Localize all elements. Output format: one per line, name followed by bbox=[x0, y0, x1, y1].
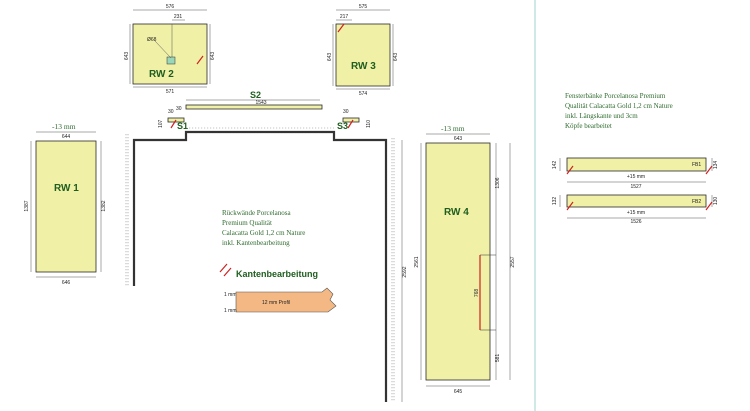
rw4-note: -13 mm bbox=[441, 124, 465, 133]
note-fb-line-4: Köpfe bearbeitet bbox=[565, 122, 612, 130]
fb2-mark-left bbox=[566, 201, 574, 211]
legend-title: Kantenbearbeitung bbox=[236, 269, 318, 279]
rw2-height-left: 643 bbox=[124, 52, 130, 61]
rw4-height-left: 2561 bbox=[414, 256, 420, 267]
rw1-slab bbox=[35, 140, 97, 273]
rw3-edge-mark bbox=[337, 23, 345, 33]
rw3-slab bbox=[335, 23, 391, 87]
rw3-height-right: 643 bbox=[393, 53, 399, 62]
rw2-top-width: 576 bbox=[166, 4, 175, 10]
rw1-note: -13 mm bbox=[52, 122, 76, 131]
fb1-length: 1527 bbox=[630, 184, 641, 190]
s1-label: S1 bbox=[177, 121, 188, 131]
rw1-label: RW 1 bbox=[54, 183, 79, 194]
s1-edge-mark bbox=[170, 119, 177, 129]
s2-length: 1543 bbox=[255, 100, 266, 106]
fb2-slab bbox=[566, 194, 707, 208]
rw2-bottom-width: 571 bbox=[166, 89, 175, 95]
rw2-offset: 231 bbox=[174, 14, 183, 20]
note-fensterbaenke: Fensterbänke Porcelanosa Premium Qualitä… bbox=[565, 92, 673, 130]
fb1-width-note: +15 mm bbox=[627, 174, 645, 180]
rw4-bottom-width: 645 bbox=[454, 389, 463, 395]
fb2-mark-right bbox=[705, 201, 713, 211]
rw1-top-width: 644 bbox=[62, 134, 71, 140]
rw4-slab bbox=[425, 142, 491, 381]
rw3-height-left: 643 bbox=[327, 53, 333, 62]
panel-rw1: -13 mm 644 1387 1382 RW 1 646 bbox=[24, 122, 107, 286]
s3-dim-b: 110 bbox=[366, 120, 372, 128]
panel-s1: 30 107 S1 bbox=[158, 109, 188, 131]
rw1-bottom-width: 646 bbox=[62, 280, 71, 286]
s1-dim-a: 30 bbox=[168, 109, 174, 115]
edge-profile-shape bbox=[235, 287, 337, 313]
fb2-right: 130 bbox=[713, 197, 719, 206]
rw2-height-right: 643 bbox=[210, 52, 216, 61]
legend-kantenbearbeitung: Kantenbearbeitung 1 mm 12 mm Profil 1 mm bbox=[219, 263, 337, 314]
panel-s3: 30 110 S3 bbox=[337, 109, 372, 131]
panel-s2: S2 1543 30 bbox=[176, 90, 323, 112]
rw2-slab bbox=[132, 23, 208, 85]
s1-dim-b: 107 bbox=[158, 119, 164, 128]
fb1-right: 134 bbox=[713, 161, 719, 170]
rw3-offset: 217 bbox=[340, 14, 349, 20]
fb2-label: FB2 bbox=[692, 199, 701, 205]
rw3-top-width: 575 bbox=[359, 4, 368, 10]
edge-top-label: 1 mm bbox=[224, 292, 237, 298]
rw4-top-width: 643 bbox=[454, 136, 463, 142]
rw4-seg2: 768 bbox=[474, 289, 480, 298]
note-fb-line-3: inkl. Längskante und 3cm bbox=[565, 112, 638, 120]
fb2-length: 1526 bbox=[630, 219, 641, 225]
note-rw-line-2: Premium Qualität bbox=[222, 219, 272, 227]
note-rw-line-3: Calacatta Gold 1,2 cm Nature bbox=[222, 229, 305, 237]
note-rw-line-1: Rückwände Porcelanosa bbox=[222, 209, 292, 217]
fb1-mark-left bbox=[566, 165, 574, 175]
rw2-label: RW 2 bbox=[149, 69, 174, 80]
s2-label: S2 bbox=[250, 90, 261, 100]
rw3-bottom-width: 574 bbox=[359, 91, 368, 97]
rw1-height-right: 1382 bbox=[101, 200, 107, 211]
panel-fb1: 142 134 FB1 +15 mm 1527 bbox=[552, 157, 719, 190]
rw2-edge-mark bbox=[196, 55, 204, 65]
edge-bottom-label: 1 mm bbox=[224, 308, 237, 314]
room-outline: 2592 bbox=[125, 127, 408, 402]
rw2-cutout bbox=[166, 56, 176, 65]
rw2-hole: Ø68 bbox=[147, 37, 157, 43]
fb2-width-note: +15 mm bbox=[627, 210, 645, 216]
s2-slab bbox=[185, 104, 323, 110]
panel-rw2: 576 231 643 643 Ø68 RW 2 571 bbox=[124, 4, 216, 95]
rw4-label: RW 4 bbox=[444, 207, 469, 218]
rw4-seg3: 581 bbox=[495, 354, 501, 363]
note-fb-line-2: Qualität Calacatta Gold 1,2 cm Nature bbox=[565, 102, 673, 110]
panel-fb2: 132 130 FB2 +15 mm 1526 bbox=[552, 194, 719, 225]
fb1-left: 142 bbox=[552, 161, 558, 170]
note-fb-line-1: Fensterbänke Porcelanosa Premium bbox=[565, 92, 666, 100]
legend-mark-2 bbox=[223, 267, 232, 277]
rw4-seg1: 1306 bbox=[495, 177, 501, 188]
s3-dim-a: 30 bbox=[343, 109, 349, 115]
rw4-height-right: 2557 bbox=[510, 256, 516, 267]
note-rw-line-4: inkl. Kantenbearbeitung bbox=[222, 239, 290, 247]
rw3-label: RW 3 bbox=[351, 61, 376, 72]
legend-mark-1 bbox=[219, 263, 228, 273]
s3-slab bbox=[342, 117, 360, 123]
s3-edge-mark bbox=[347, 119, 354, 129]
fb1-slab bbox=[566, 157, 707, 172]
s2-depth: 30 bbox=[176, 106, 182, 112]
note-rueckwaende: Rückwände Porcelanosa Premium Qualität C… bbox=[222, 209, 305, 247]
fb1-mark-right bbox=[705, 165, 713, 175]
rw1-height-left: 1387 bbox=[24, 200, 30, 211]
panel-rw4: -13 mm 643 2561 2557 1306 768 581 RW 4 6… bbox=[414, 124, 516, 395]
room-height: 2592 bbox=[402, 266, 408, 277]
panel-rw3: 575 217 643 643 RW 3 574 bbox=[327, 4, 399, 97]
edge-profile-label: 12 mm Profil bbox=[262, 300, 290, 306]
fb2-left: 132 bbox=[552, 197, 558, 206]
fb1-label: FB1 bbox=[692, 162, 701, 168]
s3-label: S3 bbox=[337, 121, 348, 131]
